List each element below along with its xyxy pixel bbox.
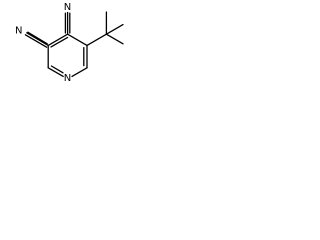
ring-bond-n1-c2-inner [50,65,64,74]
tbutyl-methyl-right [105,33,124,45]
nitrile-top-n-label: N [64,2,71,13]
ring-bond-c3-c4-inner [50,36,69,48]
molecule-structure-svg: N N N [15,2,124,82]
ring-bond-c3-c4 [47,33,69,47]
tbutyl-attach-bond [86,33,108,47]
nitrile-left-n-label: N [15,26,22,37]
ring-bond-c6-n1 [71,67,88,78]
tbutyl-methyl-upper-right [105,23,124,35]
ring-n-label: N [64,73,71,82]
nitrile-left-bond-upper [27,31,48,45]
nitrile-left-bond-center [26,32,49,47]
nitrile-left-bond-lower [24,34,48,48]
ring-bond-c4-c5 [66,33,88,47]
molecule-diagram: N N N [0,0,126,82]
ring-bond-n1-c2 [47,67,64,78]
